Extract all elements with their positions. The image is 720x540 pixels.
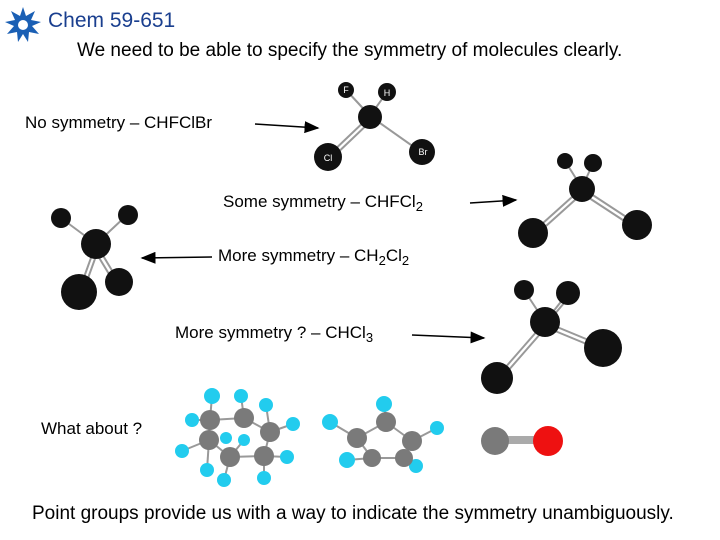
molecule-ch2cl2	[51, 205, 138, 310]
ring-small-atoms	[322, 396, 444, 473]
label-no-symmetry: No symmetry – CHFClBr	[25, 113, 213, 132]
arrow-ch2cl2	[140, 251, 213, 264]
slide-subtitle: We need to be able to specify the symmet…	[77, 40, 623, 61]
molecule-chfclbr	[314, 82, 435, 171]
arrow-chfclbr	[254, 121, 320, 134]
atom-br: Br	[419, 147, 428, 157]
footer-text: Point groups provide us with a way to in…	[32, 503, 674, 524]
arrow-chcl3	[411, 331, 486, 344]
arrow-chfcl2	[469, 194, 518, 207]
atom-h: H	[384, 88, 391, 98]
molecule-chfcl2	[518, 153, 652, 248]
molecule-chcl3	[481, 280, 622, 394]
ring-large-atoms	[175, 388, 300, 487]
molecule-diatomic	[481, 426, 563, 456]
label-more-symmetry-question: More symmetry ? – CHCl3	[175, 323, 374, 345]
label-more-symmetry: More symmetry – CH2Cl2	[218, 246, 410, 268]
label-some-symmetry: Some symmetry – CHFCl2	[223, 192, 423, 214]
what-about-label: What about ?	[41, 419, 143, 438]
course-title: Chem 59-651	[48, 9, 176, 32]
snowflake-logo-icon	[5, 7, 41, 42]
atom-cl: Cl	[324, 153, 333, 163]
atom-f: F	[343, 85, 349, 95]
